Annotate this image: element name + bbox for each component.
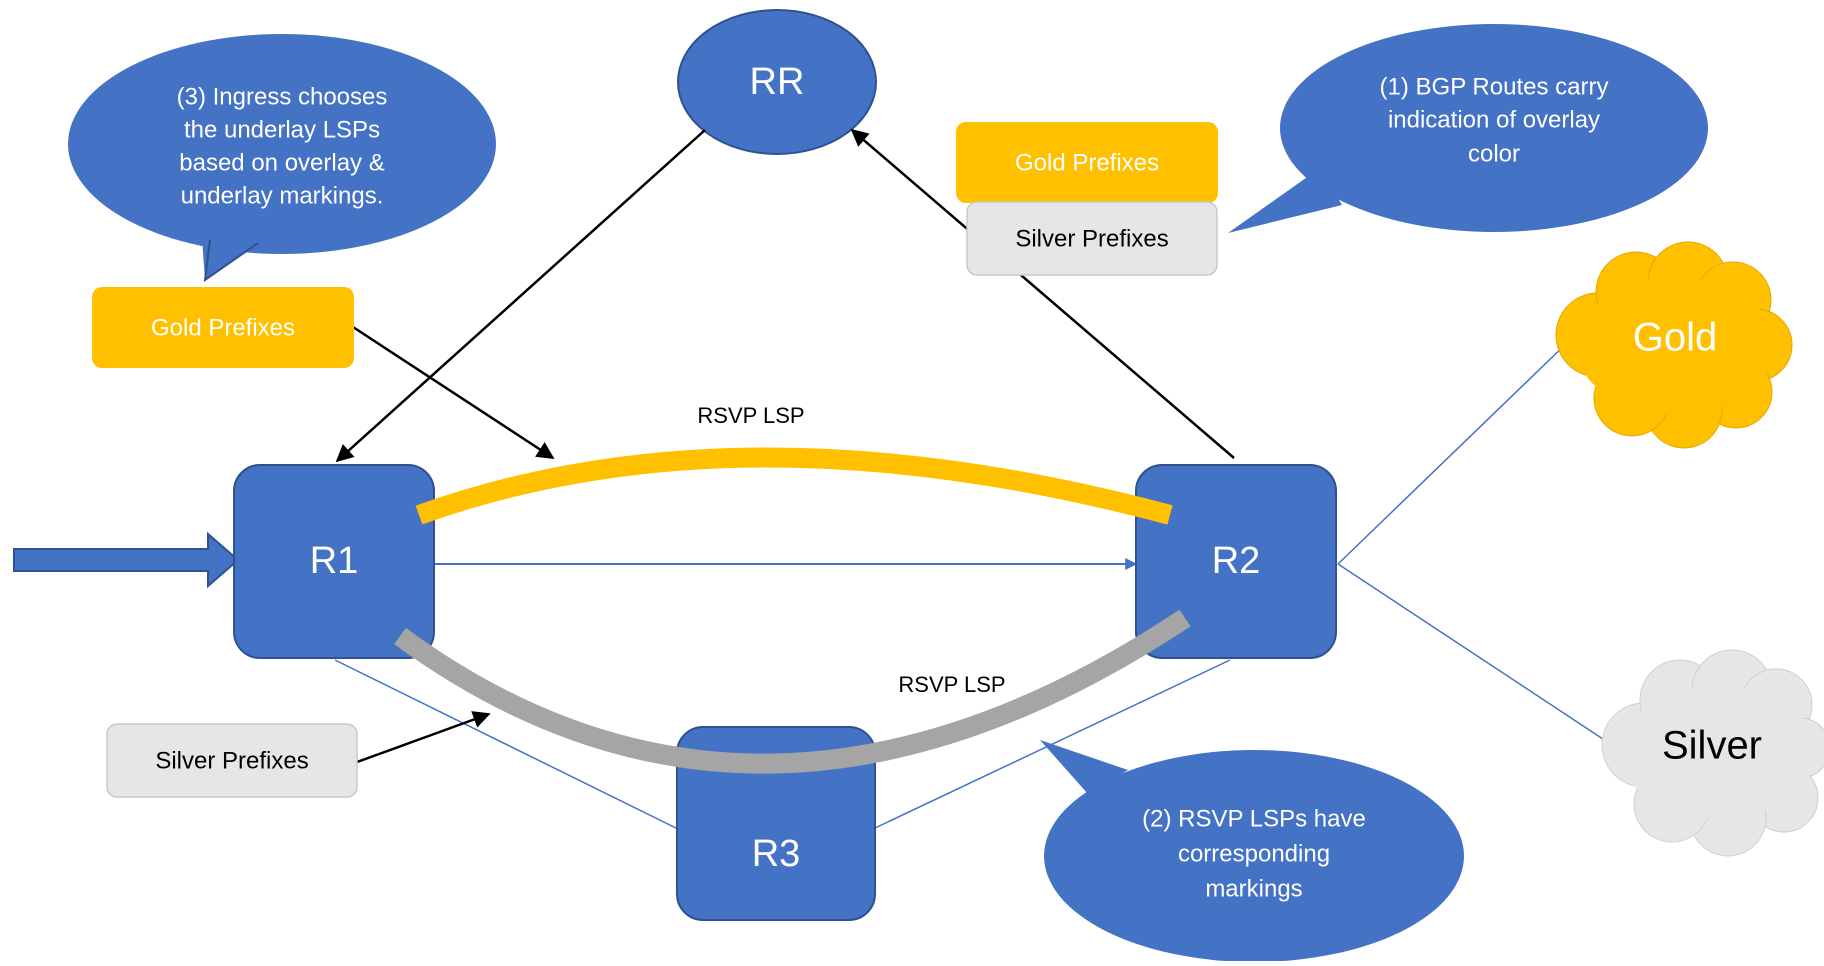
lsp-label-bottom: RSVP LSP (898, 672, 1005, 697)
silver-cloud[interactable]: Silver (1601, 649, 1824, 857)
arrow-r2-to-rr (850, 128, 1235, 459)
gold-lsp (415, 447, 1173, 525)
link-r1-r3 (334, 659, 681, 831)
callout-rsvp-line-1: (2) RSVP LSPs have (1142, 805, 1366, 832)
callout-bgp-line-1: (1) BGP Routes carry (1380, 73, 1609, 100)
arrow-silver-prefix-to-lsp (356, 711, 491, 764)
router-r2-label: R2 (1212, 540, 1261, 582)
router-rr-label: RR (750, 61, 805, 103)
gold-prefixes-left (92, 287, 354, 368)
link-r3-r2 (874, 659, 1231, 829)
callout-ingress-line-3: based on overlay & (179, 149, 384, 176)
gold-prefixes-left-label: Gold Prefixes (151, 314, 295, 341)
callout-rsvp: (2) RSVP LSPs have corresponding marking… (1040, 740, 1464, 962)
silver-prefixes-left-label: Silver Prefixes (155, 747, 308, 774)
callout-rsvp-line-3: markings (1205, 875, 1302, 902)
arrow-gold-prefix-to-lsp (352, 325, 555, 460)
callout-ingress: (3) Ingress chooses the underlay LSPs ba… (68, 34, 496, 283)
callout-bgp-line-2: indication of overlay (1388, 106, 1600, 133)
router-r3[interactable] (676, 726, 876, 921)
silver-prefixes-top-label: Silver Prefixes (1015, 225, 1168, 252)
silver-lsp (394, 609, 1191, 774)
callout-rsvp-line-2: corresponding (1178, 840, 1330, 867)
callout-bgp: (1) BGP Routes carry indication of overl… (1228, 24, 1708, 233)
router-r1-label: R1 (310, 540, 359, 582)
silver-prefixes-top (966, 201, 1218, 276)
gold-cloud[interactable]: Gold (1555, 241, 1793, 449)
callout-ingress-line-4: underlay markings. (181, 182, 384, 209)
callout-ingress-line-2: the underlay LSPs (184, 116, 380, 143)
link-r2-gold (1337, 339, 1571, 565)
callout-bgp-line-3: color (1468, 140, 1520, 167)
router-r2[interactable] (1135, 464, 1337, 659)
arrow-rr-to-r1 (335, 129, 706, 463)
silver-cloud-label: Silver (1662, 724, 1762, 768)
router-r3-label: R3 (752, 833, 801, 875)
callout-ingress-line-1: (3) Ingress chooses (177, 83, 388, 110)
router-rr[interactable] (677, 9, 877, 155)
silver-prefixes-left (106, 723, 358, 798)
ingress-arrow (13, 531, 240, 589)
lsp-label-top: RSVP LSP (697, 403, 804, 428)
gold-cloud-label: Gold (1633, 316, 1718, 360)
router-r1[interactable] (233, 464, 435, 659)
link-r2-silver (1337, 563, 1613, 746)
gold-prefixes-top-label: Gold Prefixes (1015, 149, 1159, 176)
gold-prefixes-top (956, 122, 1218, 203)
